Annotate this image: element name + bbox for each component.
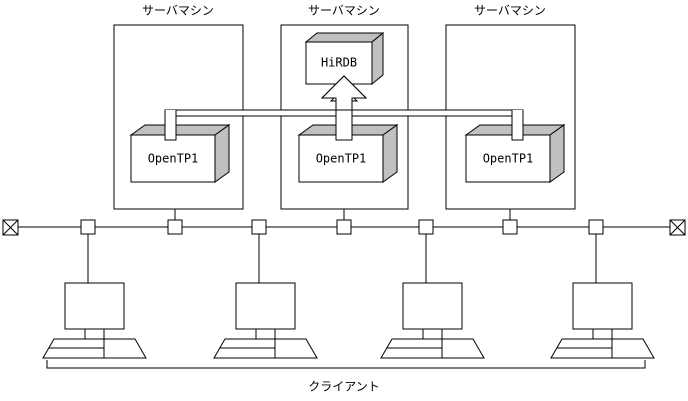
opentp1-cube-3-face (465, 134, 551, 183)
client-2-monitor-stand (255, 328, 276, 340)
bus-tap-server-2 (336, 219, 352, 235)
opentp1-cube-2-side (382, 124, 398, 183)
client-3 (380, 234, 485, 359)
client-3-monitor-stand (422, 328, 443, 340)
opentp1-cube-1-side (214, 124, 230, 183)
hirdb-cube-label: HiRDB (321, 56, 357, 70)
client-4 (550, 234, 655, 359)
server-3-title: サーバマシン (474, 4, 546, 18)
client-2 (213, 234, 318, 359)
bus-terminator-left-icon (2, 219, 19, 236)
opentp1-cube-3-side (549, 124, 565, 183)
client-3-monitor (402, 282, 463, 330)
client-2-monitor (235, 282, 296, 330)
opentp1-cube-2-label: OpenTP1 (316, 152, 367, 166)
bus-tap-client-2 (251, 219, 267, 235)
server-machine-3: サーバマシン OpenTP1 (445, 4, 576, 220)
client-bracket: クライアント (46, 360, 646, 394)
client-1-monitor-stand (84, 328, 105, 340)
opentp1-cube-1-face (130, 134, 216, 183)
hirdb-cube-top (304, 32, 385, 43)
opentp1-interconnect-pipe (164, 75, 524, 141)
opentp1-cube-1-label: OpenTP1 (148, 152, 199, 166)
hirdb-cube: HiRDB (304, 31, 385, 86)
bus-tap-client-3 (418, 219, 434, 235)
bus-tap-server-1 (167, 219, 183, 235)
network-bus (2, 219, 686, 236)
pipe-stub-opentp1-1 (164, 110, 177, 141)
opentp1-cube-1: OpenTP1 (129, 124, 231, 183)
client-group-label: クライアント (308, 380, 380, 394)
client-1-monitor (64, 282, 125, 330)
client-4-monitor (572, 282, 633, 330)
opentp1-cube-2: OpenTP1 (297, 124, 399, 183)
server-2-title: サーバマシン (308, 4, 380, 18)
server-machine-1: サーバマシン OpenTP1 (113, 4, 244, 220)
hirdb-cube-face (305, 41, 373, 85)
bus-tap-client-1 (80, 219, 96, 235)
opentp1-cube-3-label: OpenTP1 (483, 152, 534, 166)
pipe-stub-opentp1-2 (335, 110, 353, 141)
hirdb-up-arrow-icon (320, 75, 368, 111)
hirdb-cube-side (371, 31, 384, 86)
client-bracket-line (46, 360, 646, 369)
bus-terminator-right-icon (669, 219, 686, 236)
bus-tap-client-4 (588, 219, 604, 235)
client-1 (42, 234, 147, 359)
server-1-title: サーバマシン (142, 4, 214, 18)
opentp1-cube-3: OpenTP1 (464, 124, 566, 183)
pipe-stub-opentp1-3 (511, 110, 524, 141)
client-4-monitor-stand (592, 328, 613, 340)
opentp1-cube-1-top (129, 124, 231, 136)
bus-tap-server-3 (502, 219, 518, 235)
